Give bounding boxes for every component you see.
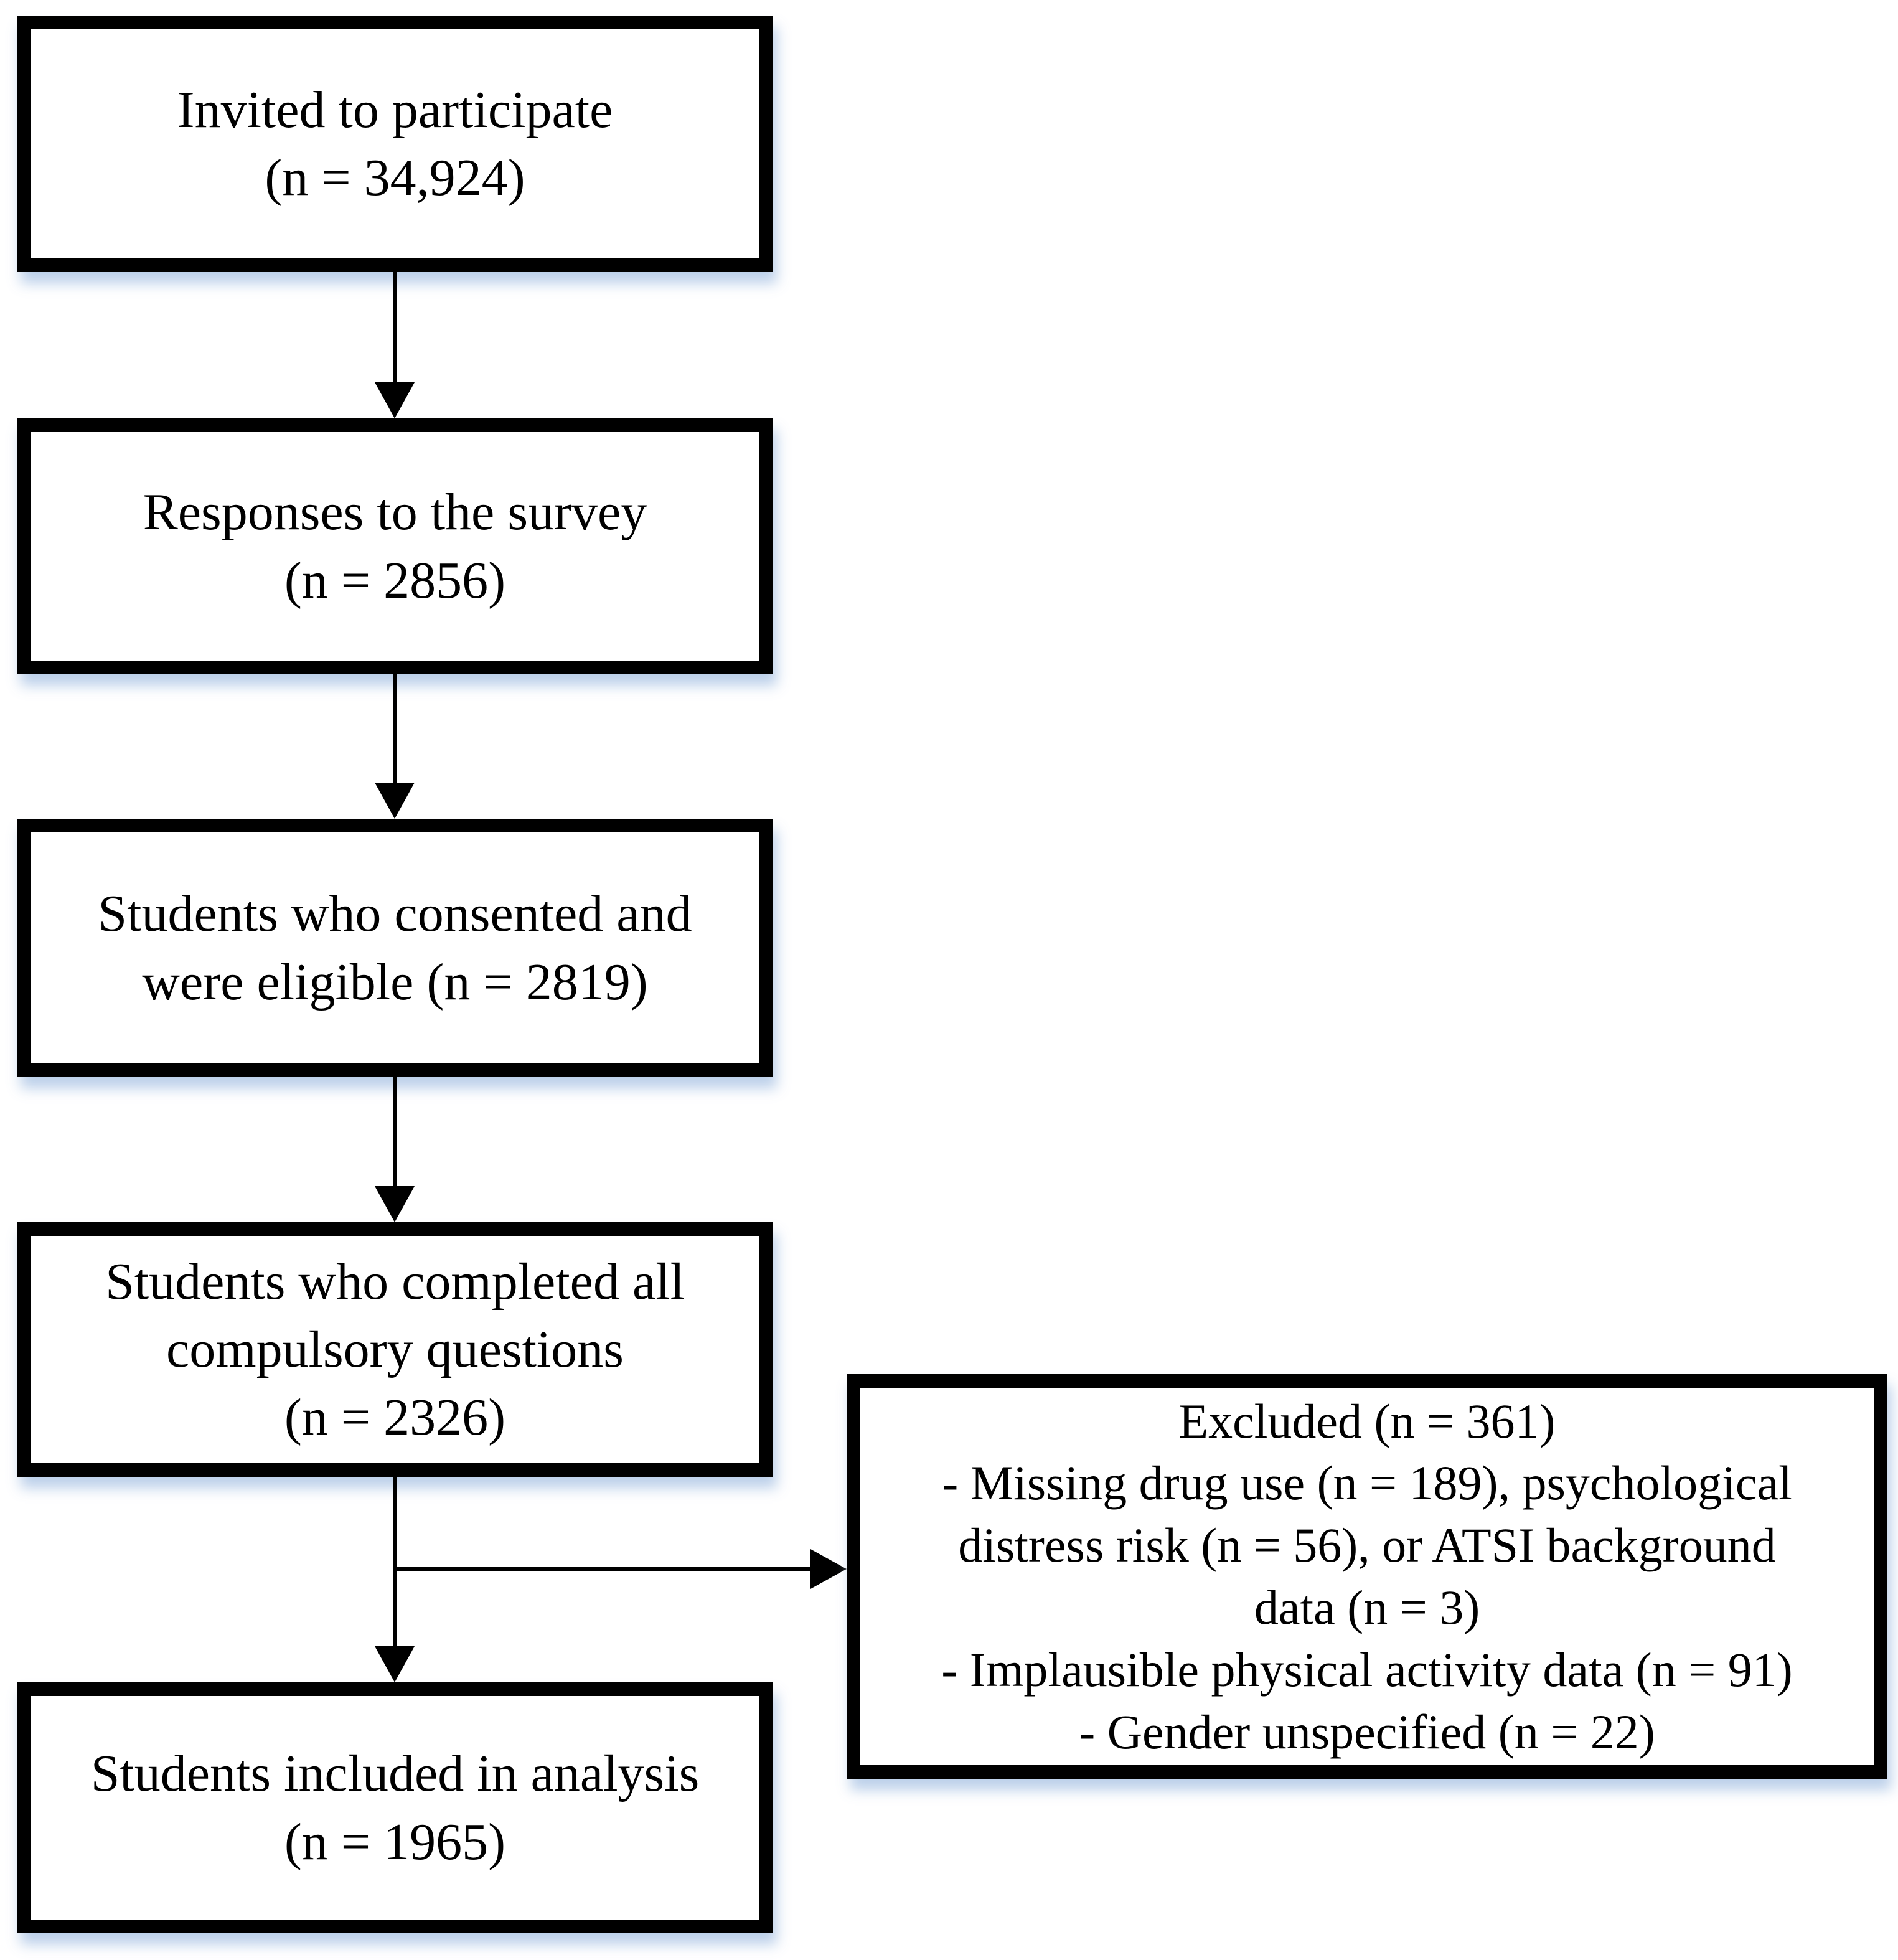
box-text-line: Students who consented and [98,885,692,943]
box-text-line: Students included in analysis [90,1745,700,1803]
box-text-line: Excluded (n = 361) [1178,1393,1556,1448]
connector-line-vertical [393,673,397,785]
connector-line-horizontal [393,1567,813,1571]
box-text-line: were eligible (n = 2819) [142,953,648,1011]
box-text-line: data (n = 3) [1254,1580,1480,1634]
box-text-line: (n = 1965) [284,1812,506,1871]
arrow-down-icon [375,1646,415,1682]
box-text-line: - Missing drug use (n = 189), psychologi… [942,1456,1792,1510]
connector-line-vertical [393,1076,397,1188]
box-consented: Students who consented and were eligible… [17,819,773,1077]
box-text-line: (n = 2856) [284,551,506,610]
arrow-down-icon [375,1186,415,1222]
box-text-line: Responses to the survey [143,483,647,542]
box-text-line: - Implausible physical activity data (n … [941,1642,1793,1697]
arrow-down-icon [375,382,415,418]
box-text-line: Invited to participate [177,80,613,139]
box-text-line: - Gender unspecified (n = 22) [1079,1704,1655,1759]
arrow-down-icon [375,783,415,819]
box-invited: Invited to participate (n = 34,924) [17,16,773,272]
box-text-line: (n = 34,924) [265,149,525,207]
box-text-line: (n = 2326) [284,1388,506,1447]
box-text-line: compulsory questions [166,1320,624,1378]
box-included: Students included in analysis (n = 1965) [17,1682,773,1933]
box-responses: Responses to the survey (n = 2856) [17,418,773,674]
connector-line-vertical [393,271,397,384]
box-text-line: Students who completed all [105,1252,685,1311]
box-completed: Students who completed all compulsory qu… [17,1222,773,1477]
connector-line-vertical [393,1476,397,1649]
box-text-line: distress risk (n = 56), or ATSI backgrou… [958,1518,1776,1573]
box-excluded: Excluded (n = 361) - Missing drug use (n… [847,1374,1887,1779]
arrow-right-icon [810,1549,847,1589]
